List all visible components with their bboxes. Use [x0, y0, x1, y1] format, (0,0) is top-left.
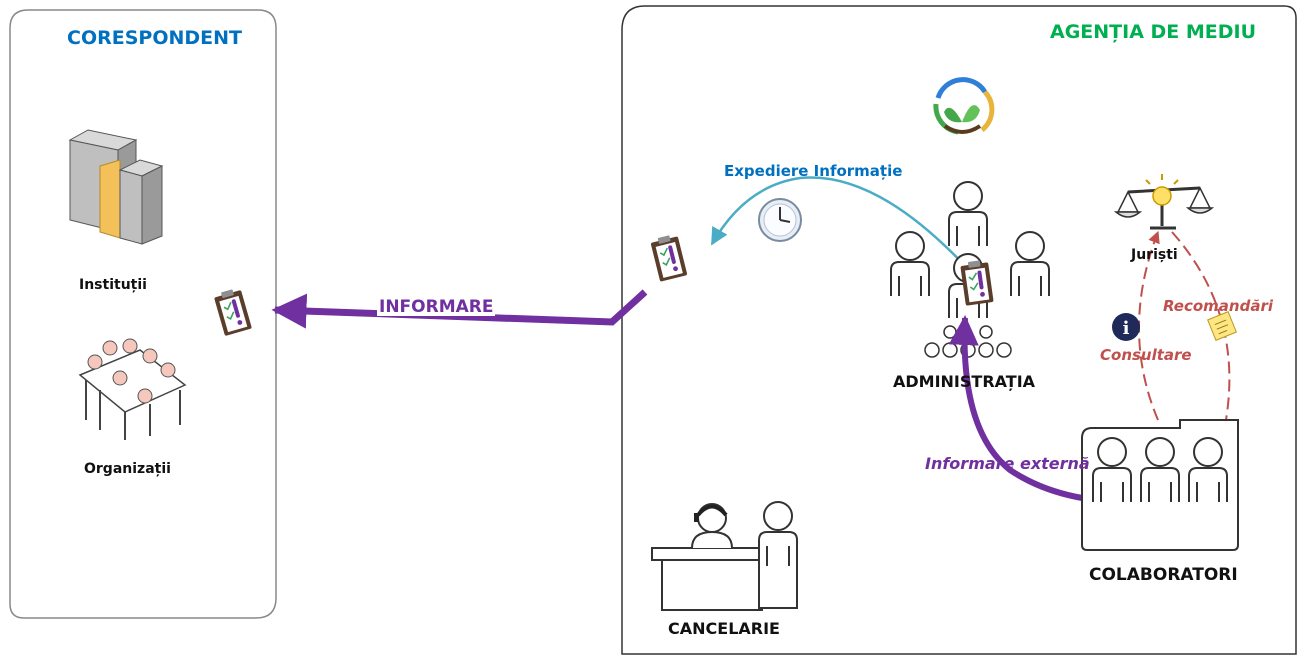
- servers-icon: [68, 129, 164, 245]
- agency-logo-icon: [933, 77, 995, 135]
- clock-icon: [758, 198, 802, 242]
- node-label-cancelarie: CANCELARIE: [668, 619, 780, 638]
- info-icon: i: [1112, 313, 1140, 341]
- colaboratori-people-icon: [1092, 437, 1228, 503]
- clipboard-icon-admin: [959, 258, 995, 307]
- expediere-arrow: [710, 176, 979, 281]
- meeting-icon: [78, 338, 187, 440]
- flow-label-expediere: Expediere Informație: [724, 162, 903, 180]
- reception-icon: [651, 501, 798, 611]
- flow-label-informare-externa: Informare externă: [925, 454, 1090, 473]
- node-label-juristi: Juriști: [1131, 247, 1178, 263]
- flow-label-recomandari: Recomandări: [1163, 297, 1274, 315]
- node-label-institutii: Instituții: [79, 277, 147, 293]
- note-icon: [1207, 311, 1237, 341]
- node-label-administratia: ADMINISTRAȚIA: [893, 372, 1036, 391]
- scale-icon: [1113, 174, 1215, 230]
- svg-text:i: i: [1123, 318, 1130, 339]
- flow-label-informare: INFORMARE: [377, 297, 496, 317]
- panel-title-agentia: AGENȚIA DE MEDIU: [1050, 21, 1257, 43]
- panel-title-corespondent: CORESPONDENT: [67, 27, 242, 49]
- node-label-organizatii: Organizații: [84, 461, 171, 477]
- node-label-colaboratori: COLABORATORI: [1089, 565, 1238, 585]
- flow-label-consultare: Consultare: [1100, 346, 1192, 364]
